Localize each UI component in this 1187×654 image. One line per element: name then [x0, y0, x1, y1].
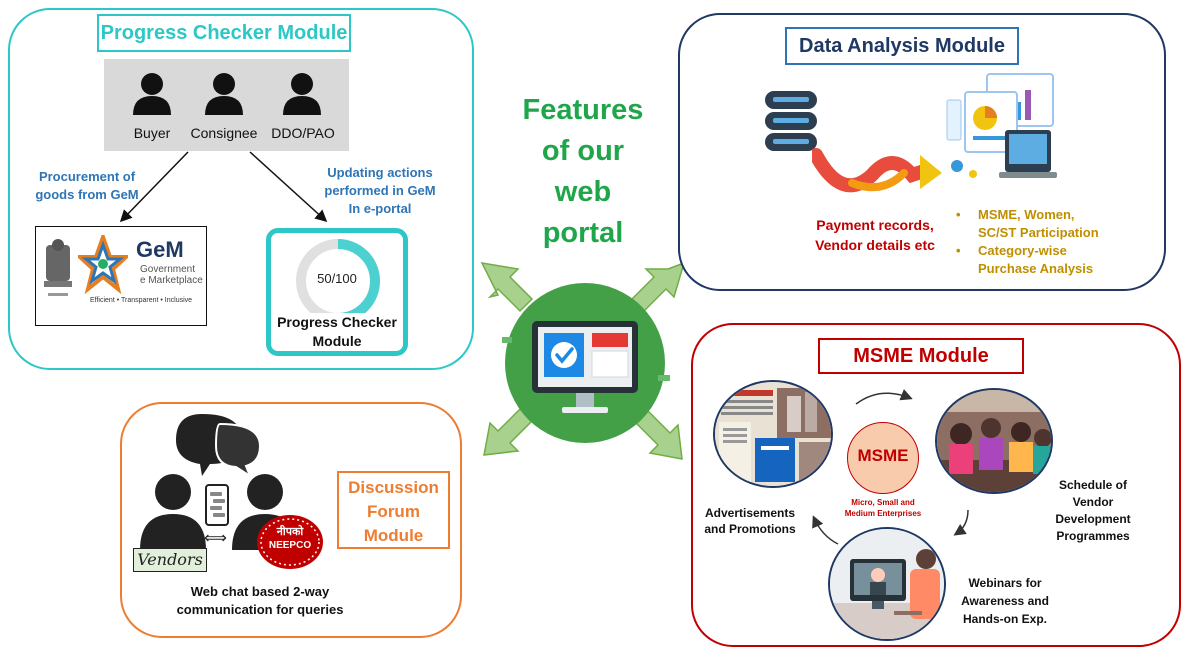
- gem-logo-box: GeM Government e Marketplace Efficient •…: [35, 226, 207, 326]
- widget-label: Progress Checker Module: [271, 313, 403, 351]
- ads-label-line-2: and Promotions: [704, 522, 796, 536]
- msme-center-circle: MSME: [847, 422, 919, 494]
- analysis-bullet-1: • MSME, Women, SC/ST Participation: [956, 206, 1131, 242]
- gem-logo-line-1: Government: [140, 264, 196, 275]
- gem-logo-name: GeM: [136, 237, 184, 262]
- advertisements-image: [713, 380, 833, 488]
- progress-widget: 50/100 Progress Checker Module: [266, 228, 408, 356]
- msme-subtitle-line-1: Micro, Small and: [851, 498, 915, 507]
- main-title-line-2: of our: [541, 135, 625, 167]
- analysis-bullet-2: • Category-wise Purchase Analysis: [956, 242, 1131, 278]
- updating-caption: Updating actions performed in GeM In e-p…: [305, 164, 455, 218]
- main-title: Features of our web portal: [498, 90, 668, 254]
- procurement-caption-line-1: Procurement of: [38, 169, 136, 184]
- payment-caption-line-1: Payment records,: [816, 217, 934, 233]
- neepco-english-text: NEEPCO: [268, 540, 312, 551]
- neepco-logo-icon: [257, 515, 323, 569]
- data-analysis-title: Data Analysis Module: [785, 27, 1019, 65]
- data-flow-arrow-icon: [812, 148, 942, 193]
- ads-label-line-1: Advertisements: [704, 506, 796, 520]
- webinars-label-line-1: Webinars for: [968, 576, 1042, 590]
- gem-star-icon: [78, 235, 128, 295]
- progress-checker-title: Progress Checker Module: [97, 14, 351, 52]
- updating-caption-line-2: performed in GeM: [324, 183, 436, 198]
- analysis-bullet-1-line-2: SC/ST Participation: [978, 225, 1099, 240]
- msme-center-subtitle: Micro, Small and Medium Enterprises: [812, 497, 954, 519]
- arrow-up-right-icon: [630, 261, 686, 313]
- discussion-caption: Web chat based 2-way communication for q…: [150, 583, 370, 619]
- msme-subtitle-line-2: Medium Enterprises: [844, 509, 922, 518]
- progress-gauge: [296, 239, 380, 313]
- buyer-person-icon: [133, 73, 171, 115]
- discussion-title-line-3: Module: [363, 526, 424, 545]
- bullet-dot: •: [956, 207, 961, 222]
- procurement-caption-line-2: goods from GeM: [35, 187, 139, 202]
- role-buyer: Buyer: [133, 125, 171, 141]
- discussion-caption-line-2: communication for queries: [176, 602, 344, 617]
- analysis-bullet-1-line-1: MSME, Women,: [978, 207, 1075, 222]
- analysis-bullet-2-line-1: Category-wise: [978, 243, 1067, 258]
- discussion-caption-line-1: Web chat based 2-way: [190, 584, 330, 599]
- analysis-bullet-2-line-2: Purchase Analysis: [978, 261, 1094, 276]
- payment-records-caption: Payment records, Vendor details etc: [800, 215, 950, 255]
- schedule-label-line-2: Vendor: [1072, 495, 1114, 509]
- chat-bubbles-icon: [176, 414, 262, 479]
- arrow-down-left-icon: [483, 407, 534, 456]
- main-title-line-4: portal: [542, 217, 624, 249]
- webinars-label: Webinars for Awareness and Hands-on Exp.: [950, 574, 1060, 628]
- database-icon: [765, 91, 817, 151]
- main-title-line-1: Features: [522, 94, 644, 126]
- gem-logo-tagline: Efficient • Transparent • Inclusive: [90, 297, 193, 304]
- schedule-label: Schedule of Vendor Development Programme…: [1043, 477, 1143, 545]
- procurement-caption: Procurement of goods from GeM: [22, 168, 152, 204]
- vendors-label-box: Vendors: [133, 548, 207, 572]
- widget-label-line-2: Module: [312, 333, 362, 349]
- msme-cycle-arrows: [812, 389, 969, 545]
- payment-caption-line-2: Vendor details etc: [815, 237, 935, 253]
- webinar-image: [828, 527, 946, 641]
- vendors-label: Vendors: [137, 550, 203, 569]
- consignee-person-icon: [205, 73, 243, 115]
- smartphone-chat-icon: [205, 484, 229, 526]
- role-consignee: Consignee: [190, 125, 258, 141]
- roles-panel: Buyer Consignee DDO/PAO: [104, 59, 349, 151]
- schedule-label-line-1: Schedule of: [1058, 478, 1127, 492]
- vendor-programme-image: [935, 388, 1053, 494]
- center-hub: [480, 261, 686, 460]
- arrow-up-left-icon: [480, 262, 534, 313]
- national-emblem-icon: [44, 239, 72, 296]
- updating-caption-line-3: In e-portal: [348, 201, 412, 216]
- bullet-dot: •: [956, 243, 961, 258]
- flow-arrows-progress: [119, 151, 328, 223]
- schedule-label-line-3: Development: [1055, 512, 1131, 526]
- neepco-hindi-text: नीपको: [276, 526, 304, 538]
- gem-logo-line-2: e Marketplace: [140, 275, 203, 286]
- schedule-label-line-4: Programmes: [1056, 529, 1130, 543]
- role-ddo-pao: DDO/PAO: [271, 125, 335, 141]
- updating-caption-line-1: Updating actions: [327, 165, 433, 180]
- main-title-line-3: web: [554, 176, 612, 208]
- bidirectional-arrow-icon: ⟺: [204, 530, 227, 547]
- msme-center-text: MSME: [857, 446, 909, 465]
- discussion-title-line-2: Forum: [367, 502, 420, 521]
- advertisements-label: Advertisements and Promotions: [700, 505, 800, 537]
- msme-title: MSME Module: [818, 338, 1024, 374]
- discussion-title-box: Discussion Forum Module: [337, 471, 450, 549]
- widget-label-line-1: Progress Checker: [277, 314, 397, 330]
- analysis-bullets: • MSME, Women, SC/ST Participation • Cat…: [956, 206, 1131, 278]
- neepco-logo-text: नीपको NEEPCO: [256, 526, 324, 552]
- analytics-dashboard-icon: [946, 73, 1057, 178]
- webinars-label-line-2: Awareness and: [961, 594, 1049, 608]
- gauge-value-text: 50/100: [317, 271, 357, 286]
- vendor-person-icon: [140, 474, 206, 550]
- progress-gauge-fill: [296, 239, 380, 313]
- discussion-title-line-1: Discussion: [348, 478, 439, 497]
- webinars-label-line-3: Hands-on Exp.: [962, 612, 1047, 626]
- ddo-pao-person-icon: [283, 73, 321, 115]
